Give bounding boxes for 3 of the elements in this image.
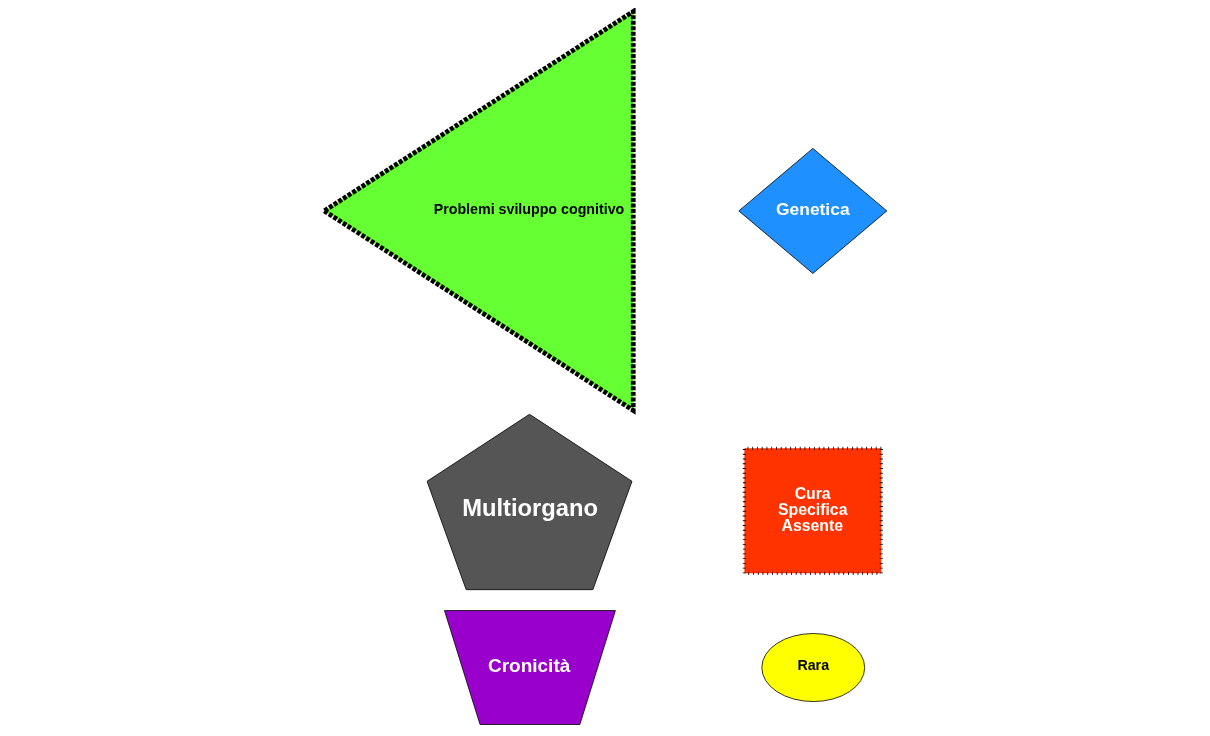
node-ellipse: Rara — [760, 633, 865, 702]
node-box: Cura Specifica Assente — [742, 446, 883, 575]
node-diamond: Genetica — [737, 148, 887, 274]
